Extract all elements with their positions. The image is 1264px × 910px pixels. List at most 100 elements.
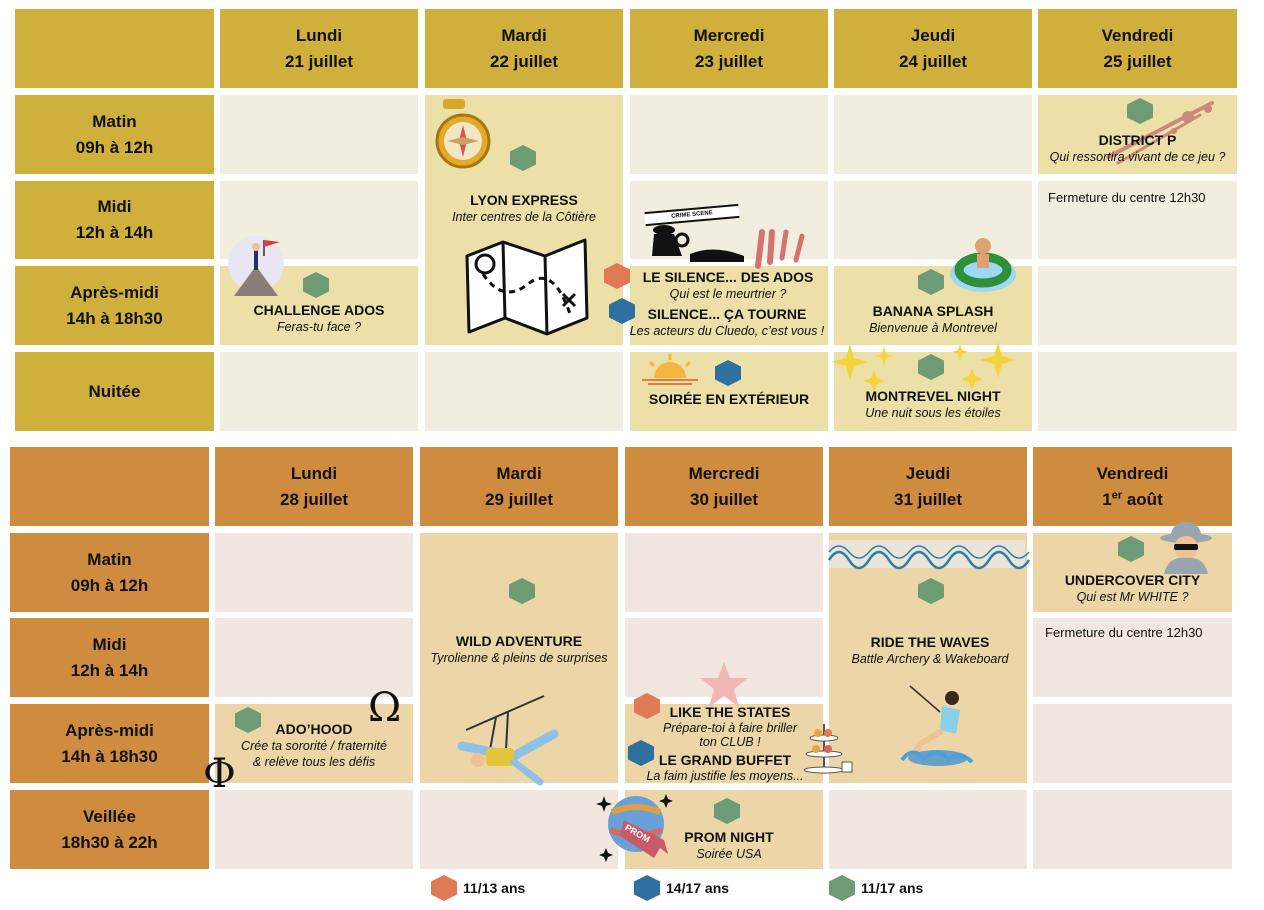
event-soiree-exterieur: SOIRÉE EN EXTÉRIEUR bbox=[630, 391, 828, 408]
slot-time: 09h à 12h bbox=[75, 137, 154, 157]
disco-ball-icon: PROM bbox=[596, 794, 673, 862]
event-challenge-ados: CHALLENGE ADOS Feras-tu face ? bbox=[220, 302, 418, 335]
event-title: SOIRÉE EN EXTÉRIEUR bbox=[648, 391, 810, 407]
sunset-icon bbox=[642, 354, 698, 385]
event-prom-night: PROM NIGHT Soirée USA bbox=[625, 829, 833, 862]
event-title: SILENCE... ÇA TOURNE bbox=[647, 306, 807, 322]
empty-cell bbox=[220, 95, 418, 174]
empty-cell bbox=[1033, 618, 1232, 697]
week1-day-mercredi: Mercredi 23 juillet bbox=[630, 9, 828, 88]
week2-slot-apres-midi: Après-midi 14h à 18h30 bbox=[10, 704, 209, 783]
age-badge-11-17 bbox=[1127, 98, 1153, 124]
event-title: DISTRICT P bbox=[1098, 132, 1177, 148]
event-silence-ca-tourne: SILENCE... ÇA TOURNE Les acteurs du Clue… bbox=[624, 306, 830, 339]
slot-name: Nuitée bbox=[88, 381, 141, 401]
event-subtitle: Qui est Mr WHITE ? bbox=[1076, 590, 1189, 604]
empty-cell bbox=[215, 618, 413, 697]
age-badge-14-17 bbox=[609, 298, 635, 324]
event-title: LE GRAND BUFFET bbox=[658, 752, 792, 768]
day-date: 28 juillet bbox=[279, 489, 349, 509]
day-date: 22 juillet bbox=[489, 51, 559, 71]
day-name: Vendredi bbox=[1096, 463, 1169, 483]
day-date: 23 juillet bbox=[694, 51, 764, 71]
closure-note: Fermeture du centre 12h30 bbox=[1045, 625, 1203, 640]
week1-slot-midi: Midi 12h à 14h bbox=[15, 181, 214, 259]
day-name: Mercredi bbox=[688, 463, 760, 483]
week2-corner bbox=[10, 447, 209, 526]
slot-time: 09h à 12h bbox=[70, 575, 149, 595]
week1-day-vendredi: Vendredi 25 juillet bbox=[1038, 9, 1237, 88]
detective-silhouette-icon bbox=[652, 225, 744, 262]
sparkle-stars-icon bbox=[832, 342, 1016, 392]
event-title: BANANA SPLASH bbox=[872, 303, 994, 319]
empty-cell bbox=[834, 95, 1032, 174]
event-title: WILD ADVENTURE bbox=[455, 633, 583, 649]
week1-day-lundi: Lundi 21 juillet bbox=[220, 9, 418, 88]
event-ride-the-waves: RIDE THE WAVES Battle Archery & Wakeboar… bbox=[829, 634, 1031, 667]
week2-day-lundi: Lundi 28 juillet bbox=[215, 447, 413, 526]
phi-symbol: Φ bbox=[203, 751, 236, 797]
week1-slot-nuitee: Nuitée bbox=[15, 352, 214, 431]
event-title: ADO’HOOD bbox=[275, 721, 353, 737]
week1-day-jeudi: Jeudi 24 juillet bbox=[834, 9, 1032, 88]
week1-slot-matin: Matin 09h à 12h bbox=[15, 95, 214, 174]
week2-slot-veillee: Veillée 18h30 à 22h bbox=[10, 790, 209, 869]
empty-cell bbox=[215, 790, 413, 869]
hexagon-icon bbox=[634, 875, 660, 901]
empty-cell bbox=[425, 352, 623, 431]
hexagon-icon bbox=[431, 875, 457, 901]
hexagon-icon bbox=[829, 875, 855, 901]
legend-label: 14/17 ans bbox=[666, 880, 730, 896]
event-le-grand-buffet: LE GRAND BUFFET La faim justifie les moy… bbox=[625, 752, 825, 783]
empty-cell bbox=[220, 352, 418, 431]
empty-cell bbox=[1038, 181, 1237, 259]
day-name: Mardi bbox=[501, 25, 547, 45]
slot-name: Après-midi bbox=[70, 282, 159, 302]
activity-cell-like-the-states bbox=[625, 704, 823, 783]
event-title: LIKE THE STATES bbox=[669, 704, 791, 720]
waves-pattern-icon bbox=[827, 540, 1031, 570]
slot-time: 18h30 à 22h bbox=[61, 832, 158, 852]
empty-cell bbox=[420, 790, 618, 869]
legend-item-14-17: 14/17 ans bbox=[634, 875, 729, 901]
day-name: Lundi bbox=[290, 463, 338, 483]
event-montrevel-night: MONTREVEL NIGHT Une nuit sous les étoile… bbox=[834, 388, 1032, 421]
legend-label: 11/13 ans bbox=[463, 880, 526, 896]
event-title: CHALLENGE ADOS bbox=[253, 302, 385, 318]
age-badge-11-17 bbox=[918, 354, 944, 380]
event-undercover-city: UNDERCOVER CITY Qui est Mr WHITE ? bbox=[1033, 572, 1232, 605]
week2-day-mardi: Mardi 29 juillet bbox=[420, 447, 618, 526]
day-name: Lundi bbox=[295, 25, 343, 45]
event-district-p: DISTRICT P Qui ressortira vivant de ce j… bbox=[1038, 132, 1237, 165]
week1-corner bbox=[15, 9, 214, 88]
week2-day-jeudi: Jeudi 31 juillet bbox=[829, 447, 1027, 526]
day-name: Vendredi bbox=[1101, 25, 1174, 45]
day-date: 29 juillet bbox=[484, 489, 554, 509]
day-date: 30 juillet bbox=[689, 489, 759, 509]
slot-name: Midi bbox=[92, 634, 127, 654]
week1-day-mardi: Mardi 22 juillet bbox=[425, 9, 623, 88]
event-title: MONTREVEL NIGHT bbox=[865, 388, 1001, 404]
event-subtitle: Tyrolienne & pleins de surprises bbox=[430, 651, 608, 665]
empty-cell bbox=[625, 533, 823, 612]
mountain-climber-icon bbox=[228, 236, 284, 296]
event-subtitle: Battle Archery & Wakeboard bbox=[851, 652, 1009, 666]
event-subtitle: Crée ta sororité / fraternité bbox=[241, 739, 387, 753]
closure-note: Fermeture du centre 12h30 bbox=[1048, 190, 1206, 205]
compass-icon bbox=[435, 99, 491, 169]
event-title: RIDE THE WAVES bbox=[870, 634, 990, 650]
empty-cell bbox=[215, 533, 413, 612]
slot-time: 14h à 18h30 bbox=[66, 308, 163, 328]
week2-day-vendredi: Vendredi 1er août bbox=[1033, 447, 1232, 526]
event-like-the-states: LIKE THE STATES Prépare-toi à faire bril… bbox=[630, 704, 830, 749]
age-badge-11-17 bbox=[1118, 536, 1144, 562]
omega-symbol: Ω bbox=[368, 685, 402, 731]
day-name: Jeudi bbox=[905, 463, 951, 483]
day-name: Mardi bbox=[496, 463, 542, 483]
empty-cell bbox=[829, 790, 1027, 869]
day-date: 24 juillet bbox=[898, 51, 968, 71]
slot-name: Matin bbox=[92, 111, 137, 131]
legend-label: 11/17 ans bbox=[861, 880, 924, 896]
event-subtitle: Soirée USA bbox=[696, 847, 762, 861]
legend-item-11-13: 11/13 ans bbox=[431, 875, 525, 901]
